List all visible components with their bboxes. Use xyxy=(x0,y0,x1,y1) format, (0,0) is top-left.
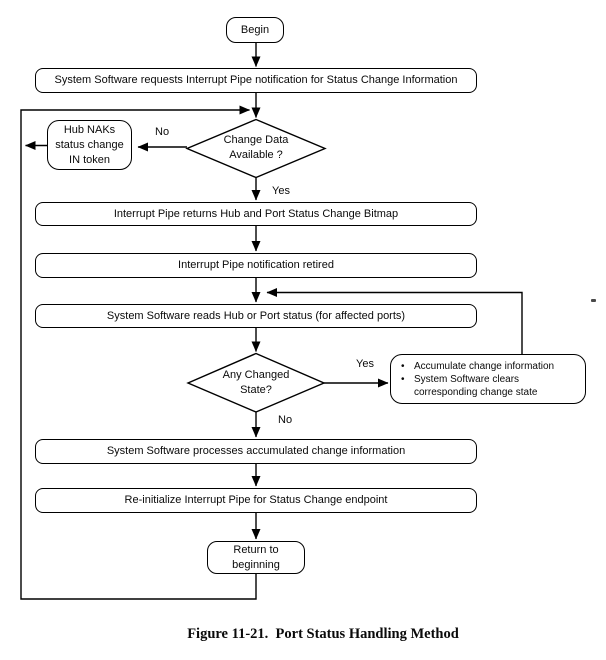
decision-change-data-label: Change Data Available ? xyxy=(196,133,316,163)
node-begin-label: Begin xyxy=(240,23,270,36)
node-processes-changes-label: System Software processes accumulated ch… xyxy=(106,445,406,457)
node-hub-naks-line2: status change xyxy=(55,138,124,151)
accumulate-item-2: • System Software clears corresponding c… xyxy=(401,373,579,399)
edge-return-loop xyxy=(20,105,257,600)
node-return-line1: Return to xyxy=(233,543,279,556)
node-reads-status: System Software reads Hub or Port status… xyxy=(35,304,477,328)
node-processes-changes: System Software processes accumulated ch… xyxy=(35,439,477,464)
accumulate-item-2-text: System Software clears corresponding cha… xyxy=(414,373,537,399)
bullet-icon: • xyxy=(401,374,405,385)
edge-accumulate-feedback xyxy=(266,288,523,354)
node-return-to-beginning: Return to beginning xyxy=(207,541,305,574)
stray-dot xyxy=(591,299,596,302)
decision-change-data-line1: Change Data xyxy=(223,134,289,146)
decision-any-changed-line1: Any Changed xyxy=(222,369,290,381)
edge-label-state-no: No xyxy=(278,414,293,426)
node-reinitialize-pipe-label: Re-initialize Interrupt Pipe for Status … xyxy=(124,494,388,506)
node-begin: Begin xyxy=(226,17,284,43)
accumulate-item-1-text: Accumulate change information xyxy=(414,361,555,372)
decision-change-data-line2: Available ? xyxy=(229,149,283,161)
node-notification-retired: Interrupt Pipe notification retired xyxy=(35,253,477,278)
node-notification-retired-label: Interrupt Pipe notification retired xyxy=(178,259,334,271)
figure-caption: Figure 11-21. Port Status Handling Metho… xyxy=(187,626,459,642)
node-request-notification-label: System Software requests Interrupt Pipe … xyxy=(54,74,458,86)
node-hub-naks-line3: IN token xyxy=(69,153,110,166)
node-hub-naks-line1: Hub NAKs xyxy=(63,123,116,136)
edge-label-change-no: No xyxy=(155,126,170,138)
edge-label-change-yes: Yes xyxy=(272,185,290,197)
node-hub-naks: Hub NAKs status change IN token xyxy=(47,120,132,170)
accumulate-item-2-line1: System Software clears xyxy=(414,374,520,385)
node-reinitialize-pipe: Re-initialize Interrupt Pipe for Status … xyxy=(35,488,477,513)
edge-label-state-yes: Yes xyxy=(356,358,374,370)
node-returns-bitmap-label: Interrupt Pipe returns Hub and Port Stat… xyxy=(113,207,399,220)
accumulate-item-1: • Accumulate change information xyxy=(401,360,579,373)
decision-any-changed-label: Any Changed State? xyxy=(196,368,316,398)
node-request-notification: System Software requests Interrupt Pipe … xyxy=(35,68,477,93)
accumulate-item-2-line2: corresponding change state xyxy=(414,387,538,398)
bullet-icon: • xyxy=(401,361,405,372)
decision-any-changed-shape xyxy=(186,352,326,413)
node-return-line2: beginning xyxy=(232,558,280,571)
node-accumulate-actions: • Accumulate change information • System… xyxy=(390,354,586,404)
decision-change-data-shape xyxy=(185,118,327,179)
decision-any-changed-line2: State? xyxy=(240,384,272,396)
node-returns-bitmap: Interrupt Pipe returns Hub and Port Stat… xyxy=(35,202,477,226)
node-reads-status-label: System Software reads Hub or Port status… xyxy=(106,309,406,322)
